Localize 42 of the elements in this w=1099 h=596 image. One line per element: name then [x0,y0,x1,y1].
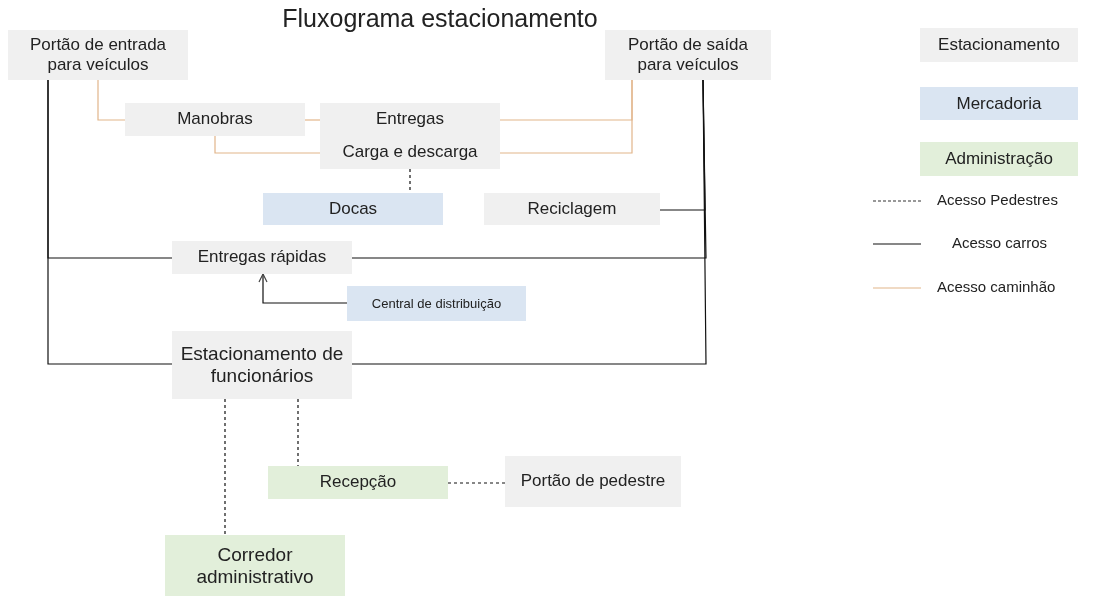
legend-label: Acesso Pedestres [937,191,1058,208]
process-box [125,103,305,136]
process-box [172,241,352,274]
legend-label: Estacionamento [938,35,1060,55]
connector-line [214,135,321,154]
process-box [484,193,660,225]
connector-line [97,79,126,121]
connector-line [447,482,506,484]
process-box [347,286,526,321]
legend-label: Acesso carros [952,234,1048,251]
node-label: Docas [327,197,379,220]
process-box [505,456,681,507]
node-label: Estacionamento de funcionários [179,342,345,388]
node-label: Carga e descarga [341,141,479,164]
node-label: Manobras [176,108,254,131]
process-box [165,535,345,596]
node-label: Portão de pedestre [519,470,667,493]
node-label: Portão de entrada para veículos [28,33,168,76]
legend-label: Acesso caminhão [937,278,1056,295]
process-box [320,103,500,169]
arrow [258,273,348,304]
node-label: Recepção [318,471,398,494]
process-box [268,466,448,499]
process-box [172,331,352,399]
connector-line [304,119,321,121]
process-box [8,30,188,80]
node-label: Reciclagem [526,197,618,220]
legend-label: Mercadoria [956,93,1042,114]
diagram-title: Fluxograma estacionamento [281,4,599,33]
process-box [605,30,771,80]
connector-line [297,398,299,467]
connector-line [224,398,226,536]
legend-label: Administração [945,149,1053,169]
node-label: Corredor administrativo [195,542,315,589]
node-label: Central de distribuição [370,294,503,313]
node-label: Portão de saída para veículos [627,33,749,76]
node-label: Entregas [374,108,445,131]
node-label: Entregas rápidas [196,246,328,269]
connector-line [659,79,706,211]
process-box [263,193,443,225]
connector-line [499,79,633,154]
connector-line [47,79,173,365]
